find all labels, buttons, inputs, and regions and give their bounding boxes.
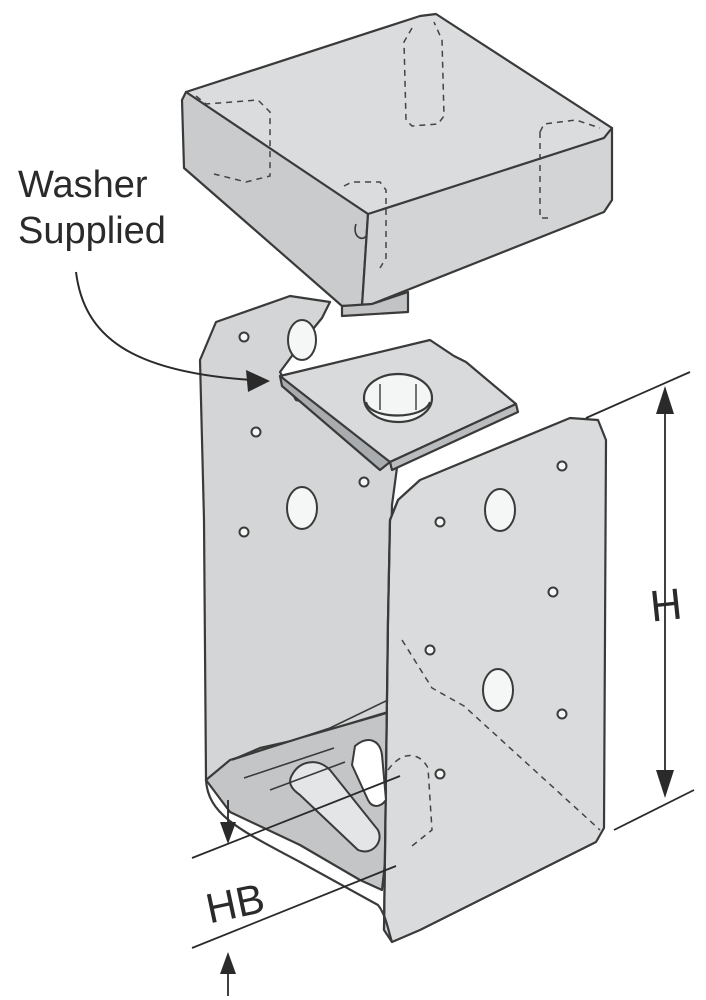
dimension-hb xyxy=(191,775,401,996)
bolt-hole xyxy=(484,488,516,532)
washer xyxy=(278,338,520,472)
extension-line-top xyxy=(585,371,691,419)
extension-line-hb-bottom xyxy=(191,865,397,949)
callout-arrowhead xyxy=(246,370,270,392)
floor-slot xyxy=(289,739,388,853)
nail-hole xyxy=(238,526,250,538)
arrowhead-hb-up xyxy=(220,952,236,974)
nail-hole xyxy=(547,586,559,598)
dimension-h-label: H xyxy=(648,579,685,631)
nail-hole xyxy=(556,708,568,720)
bolt-hole xyxy=(286,486,318,530)
callout-label-line1: Washer xyxy=(18,164,148,206)
extension-line-hb-top xyxy=(191,775,401,859)
right-plate-holes xyxy=(424,460,568,780)
cap-hidden-lines xyxy=(195,21,601,269)
bolt-hole xyxy=(287,319,317,361)
arrowhead-down xyxy=(656,770,674,798)
callout-leader xyxy=(75,271,253,381)
standoff-cap xyxy=(180,12,614,318)
nail-hole xyxy=(434,768,446,780)
bolt-hole xyxy=(482,668,514,712)
nail-hole xyxy=(556,460,568,472)
extension-line-bottom xyxy=(613,789,695,831)
left-plate-holes xyxy=(238,319,370,538)
nail-hole xyxy=(358,476,370,488)
dimension-hb-label: HB xyxy=(202,874,269,932)
callout-label-line2: Supplied xyxy=(18,210,166,252)
front-plate-inner-edge xyxy=(382,499,400,931)
washer-hole xyxy=(362,372,434,424)
arrowhead-hb-down xyxy=(220,822,236,844)
dimension-h xyxy=(585,371,695,831)
nail-hole xyxy=(434,516,446,528)
nail-hole xyxy=(424,644,436,656)
nail-hole xyxy=(238,331,250,343)
arrowhead-up xyxy=(656,386,674,414)
nail-hole xyxy=(250,426,262,438)
washer-callout: Washer Supplied xyxy=(18,164,270,392)
bend-edge xyxy=(204,779,394,943)
floor-grooves xyxy=(231,699,389,791)
